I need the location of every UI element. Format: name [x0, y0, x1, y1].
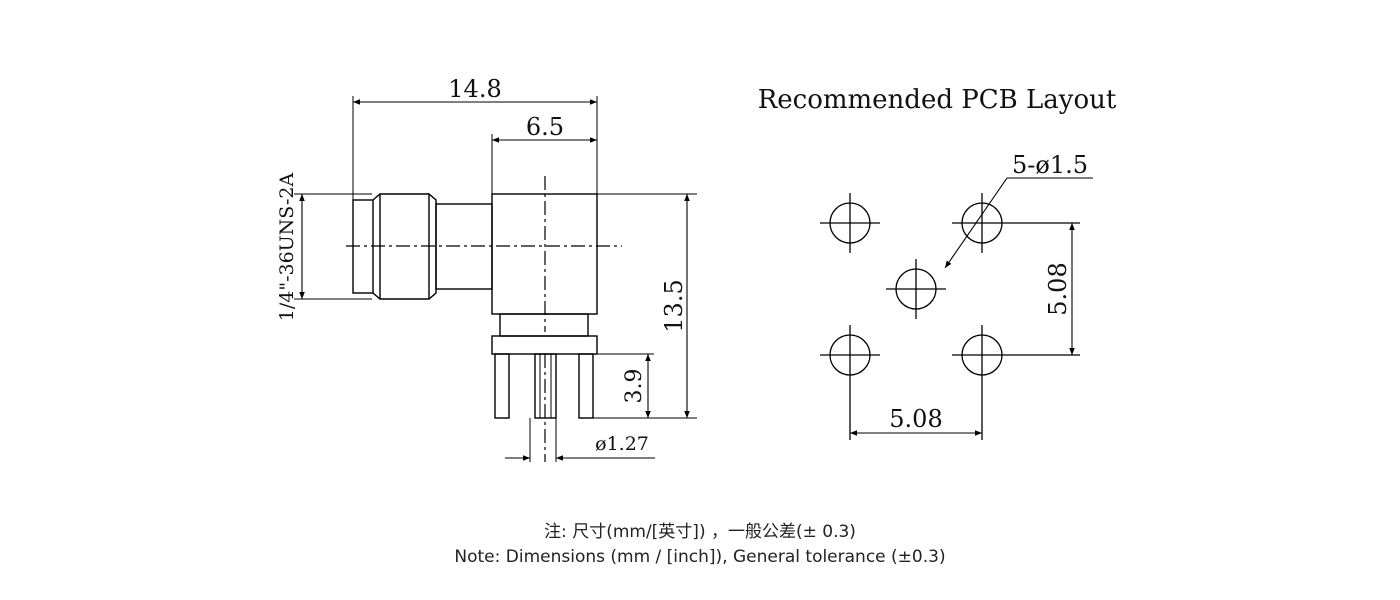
label-pitch-horizontal: 5.08: [889, 405, 942, 433]
note-english: Note: Dimensions (mm / [inch]), General …: [454, 547, 946, 567]
label-height: 13.5: [660, 279, 688, 332]
note-chinese: 注: 尺寸(mm/[英寸]) ，一般公差(± 0.3): [544, 522, 856, 542]
pcb-layout-title: Recommended PCB Layout: [758, 85, 1117, 115]
pcb-holes: [820, 193, 1080, 440]
pcb-dimension-lines: [850, 177, 1093, 436]
center-lines: [346, 176, 622, 462]
dim-hole-leader: [944, 177, 1008, 269]
label-thread-spec: 1/4"-36UNS-2A: [276, 172, 298, 321]
label-overall-length: 14.8: [448, 75, 501, 103]
drawing-notes: 注: 尺寸(mm/[英寸]) ，一般公差(± 0.3) Note: Dimens…: [0, 520, 1400, 570]
label-hole-callout: 5-ø1.5: [1012, 151, 1088, 179]
pin-left: [494, 353, 510, 419]
connector-side-view: [294, 96, 697, 462]
dimension-lines: [299, 99, 690, 461]
connector-flange: [491, 335, 598, 355]
pcb-hole-center: [886, 259, 946, 319]
extension-lines: [294, 96, 697, 462]
label-pitch-vertical: 5.08: [1044, 262, 1072, 315]
pcb-hole-bottom-left: [820, 325, 880, 440]
pcb-hole-bottom-right: [952, 325, 1080, 440]
label-body-width: 6.5: [526, 113, 564, 141]
pcb-hole-top-left: [820, 193, 880, 253]
label-pin-length: 3.9: [622, 369, 647, 404]
connector-base: [499, 313, 589, 337]
pin-right: [578, 353, 594, 419]
pcb-hole-top-right: [952, 193, 1080, 253]
label-pin-diameter: ø1.27: [595, 433, 649, 455]
